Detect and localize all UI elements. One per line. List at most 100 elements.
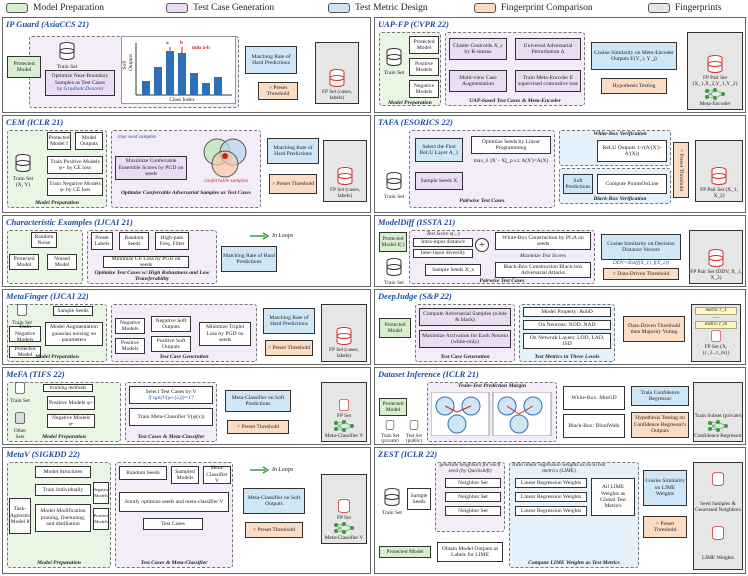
panel-metafinger: MetaFinger (IJCAI 22) Train Set Sample S… (2, 289, 371, 365)
lp-formula: max_δ ||X' - X||_p s.t. A(X')=A(X) (473, 158, 549, 164)
random-seeds-box: Random Seeds (119, 466, 167, 480)
legend-item-test-case-generation: Test Case Generation (166, 2, 274, 14)
fp-set-box: Train Subset (private) Confidence Regres… (693, 382, 743, 442)
test-case-caption: Test Cases & Meta-Classifier (140, 560, 208, 566)
minimize-ce-box: Minimize CE Loss by PGD on seeds (103, 256, 189, 268)
test-case-caption: Optimize Test Cases w/ High Robustness a… (94, 270, 210, 282)
fp-set-box: FP Set Meta-Classifier V (321, 382, 367, 442)
panel-title: MetaV (SIGKDD 22) (6, 449, 80, 459)
panel-metav: MetaV (SIGKDD 22) Model Structures Train… (2, 447, 371, 574)
network-icon (708, 420, 728, 432)
threshold-box: > Preset Threshold (265, 340, 313, 356)
sample-seeds-box: Sample Seeds X (415, 172, 463, 190)
panel-title: Characteristic Examples (IJCAI 21) (6, 217, 133, 227)
generate-neighbors-label: generate neighbors for each seed (by Qui… (439, 462, 501, 474)
linear-regression-box: Linear Regression Weights (515, 506, 587, 516)
train-lime-label: train linear regression weights as local… (512, 462, 606, 474)
panel-modeldiff: ModelDiff (ISSTA 21) Protected Model f(.… (374, 215, 746, 287)
in-loops-legend: In Loops (249, 232, 293, 240)
network-icon (334, 420, 354, 432)
panel-characteristic-examples: Characteristic Examples (IJCAI 21) Rando… (2, 215, 371, 287)
panel-title: ZEST (ICLR 22) (378, 449, 438, 459)
test-case-caption: Test Case Generation (440, 354, 490, 360)
maximize-scores-label: Maximize Test Scores (519, 253, 567, 259)
uap-box: Universal Adversarial Perturbation Δ (515, 38, 581, 60)
highpass-filter-box: High-pass Freq. Filter (155, 232, 189, 250)
multiview-box: Multi-view Case Augmentation (449, 70, 507, 92)
class-index-axis-label: Class Index (169, 97, 195, 103)
meta-classifier-box: Meta-Classifier on Soft Predictions (225, 390, 291, 412)
test-case-caption: Pairwise Test Cases (479, 278, 525, 284)
select-relu-box: Select the First ReLU Layer A_1 (415, 138, 463, 162)
threshold-box: > Preset Threshold (269, 174, 317, 194)
protected-model-box: Protected Model (379, 318, 411, 338)
margin-caption: Train-Test Prediction Margin (458, 383, 526, 389)
sampled-models-box: Sampled Models (171, 466, 199, 484)
model-outputs-box: Model Outputs (75, 132, 103, 150)
matching-rate-box: Matching Rate of Hard Predictions (221, 246, 277, 272)
conferrable-label: conferrable samples (204, 178, 248, 184)
preset-labels-box: Preset Labels (91, 232, 113, 250)
ddv-formula: DDV=dist(f(X_1), f(X_2)) (612, 260, 670, 266)
soft-output-chart: Soft Outputs Class Index a b min a-b (121, 36, 236, 104)
threshold-box: > Preset Threshold (673, 142, 689, 198)
model-prep-caption: Model Preparation (35, 200, 79, 206)
neighbor-set-box: Neighbor Set (445, 492, 501, 502)
cosine-lime-box: Cosine Similarity on LIME Weights (643, 470, 687, 506)
label-a: a (166, 40, 169, 46)
negative-soft-outputs-box: Negative Soft Outputs (151, 316, 191, 332)
blackbox-caption: Black-Box Verification (593, 196, 647, 202)
triplet-loss-box: Minimize Triplet Loss by PGD on seeds (199, 322, 251, 346)
test-case-caption: Test Cases & Meta-Classifier (137, 434, 205, 440)
metric-dots: ...... (712, 315, 720, 320)
cosine-ddv-box: Cosine Similarity on Decision Distance V… (601, 234, 681, 260)
protected-model-box: Protected Model f(.) (379, 232, 407, 252)
protected-model-box: Protected Model (379, 546, 431, 558)
negative-models-box: Negative Models (409, 80, 439, 98)
model-prep-caption: Model Preparation (35, 354, 79, 360)
intra-distance-box: Intra-input distance (413, 238, 473, 247)
fp-pair-set-box: FP Pair Set (X_1, X_2) (695, 140, 743, 202)
test-metric-caption: Test Metrics in Three Levels (534, 354, 600, 360)
fp-set-box: metric r_1 ...... metric r_m FP Set (X, … (691, 304, 741, 362)
cosine-similarity-box: Cosine Similarity on Meta-Encoder Output… (591, 42, 677, 70)
blackbox-blindwalk-box: Black-Box: BlindWalk (563, 414, 625, 438)
meta-encoder-train-box: Train Meta-Encoder E supervised contrast… (515, 70, 581, 92)
legend-item-test-metric-design: Test Metric Design (328, 2, 428, 14)
train-individually-box: Train Individually (35, 484, 91, 496)
legend-label: Model Preparation (33, 3, 104, 13)
whitebox-caption: White-Box Verification (593, 131, 647, 137)
cluster-centroids-box: Cluster Centroids X_c by K-means (449, 38, 507, 60)
data-driven-voting-box: Data-Driven Threshold then Majority Voti… (623, 316, 685, 342)
panel-title: ModelDiff (ISSTA 21) (378, 217, 456, 227)
test-case-caption: Optimize Conferrable Adversarial Samples… (120, 190, 252, 196)
protected-model-box: Protected Model (379, 398, 407, 416)
test-case-caption: Test Case Generation (159, 354, 209, 360)
fp-set-box: FP Set (cases, labels) (323, 140, 367, 202)
matching-rate-box: Matching Rate of Hard Predictions (263, 308, 315, 334)
legend-label: Fingerprints (675, 3, 722, 13)
train-set-icon: Train Set (X, Y) (11, 154, 35, 188)
inter-diversity-box: Inter-input diversity (413, 249, 473, 258)
model-structures-box: Model Structures (35, 466, 91, 478)
linear-regression-box: Linear Regression Weights (515, 478, 587, 488)
lime-caption: Compute LIME Weights as Test Metrics (528, 560, 620, 566)
panel-deepjudge: DeepJudge (S&P 22) Protected Model Compu… (374, 289, 746, 365)
panel-mefa: MeFA (TIFS 22) Train Set training method… (2, 367, 371, 445)
venn-diagram (193, 134, 257, 180)
min-ab-label: min a-b (192, 45, 210, 51)
model-prep-region (7, 382, 121, 442)
train-negative-box: Train Negative Models (9, 324, 41, 343)
soft-outputs-axis-label: Soft Outputs (122, 53, 134, 71)
blackbox-construction-box: Black-Box Construction Black-box Adversa… (495, 262, 591, 278)
legend-item-fingerprint-comparison: Fingerprint Comparison (474, 2, 593, 14)
threshold-box: > Preset Threshold (258, 82, 298, 100)
threshold-box: > Preset Threshold (245, 522, 303, 538)
optimize-box: Optimize Near-Boundary Samples as Test C… (45, 70, 115, 96)
panel-title: MeFA (TIFS 22) (6, 369, 65, 379)
fp-set-box: FP Set Meta-Classifier V (321, 474, 367, 544)
network-icon (334, 522, 354, 534)
network-icon (705, 88, 725, 100)
threshold-box: > Preset Threshold (227, 420, 289, 434)
